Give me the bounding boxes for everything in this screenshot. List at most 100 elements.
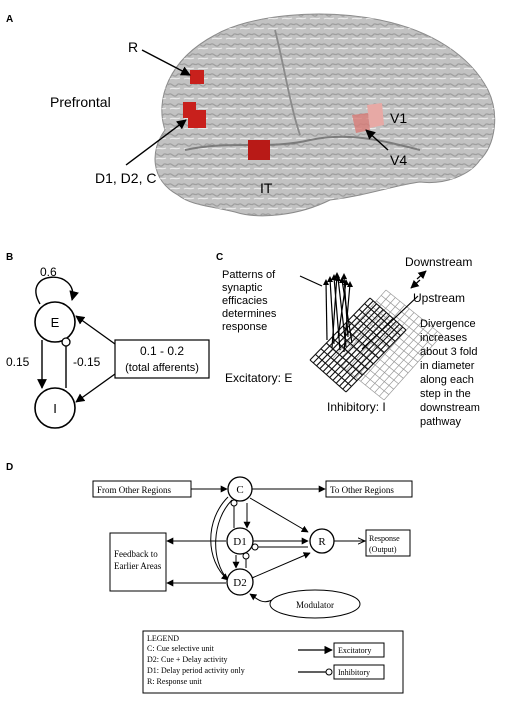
grid-line — [329, 315, 391, 378]
sylvian-fissure — [184, 135, 421, 151]
fan-arrowhead — [339, 277, 345, 283]
modulator-label: Modulator — [296, 600, 334, 610]
divergence-line: Divergence — [420, 318, 476, 330]
legend-item: D1: Delay period activity only — [147, 666, 245, 675]
patterns-line: determines — [222, 308, 277, 320]
from-other-label: From Other Regions — [97, 485, 171, 495]
divergence-pointer — [361, 295, 419, 350]
legend-title: LEGEND — [147, 634, 179, 643]
response-line: Response — [369, 534, 400, 543]
legend-inhibitory-knob — [325, 668, 333, 676]
panel-c: C Patterns of synaptic efficacies determ… — [216, 252, 480, 428]
patterns-line: Patterns of — [222, 269, 276, 281]
grid-line — [374, 327, 433, 393]
divergence-line: along each — [420, 374, 474, 386]
divergence-line: increases — [420, 332, 468, 344]
node-r — [309, 528, 335, 554]
node-d2 — [226, 568, 254, 596]
node-i — [34, 387, 76, 429]
legend-box — [142, 630, 404, 694]
panel-c-letter: C — [216, 252, 223, 263]
grid-line — [383, 334, 443, 401]
divergence-line: pathway — [420, 416, 461, 428]
legend-excitatory-label: Excitatory — [338, 646, 371, 655]
legend-inhibitory-label: Inhibitory — [338, 668, 370, 677]
grid-line — [325, 342, 363, 376]
legend-inhibitory-box — [333, 664, 385, 680]
afferent-arrow-e — [75, 315, 116, 345]
grid-line — [342, 326, 404, 390]
fan-arrowhead — [347, 281, 353, 287]
divergence-fan — [323, 272, 353, 353]
box-to-other — [325, 480, 413, 498]
node-r-label: R — [318, 536, 326, 548]
panel-a-letter: A — [6, 14, 13, 25]
ellipse-modulator — [269, 589, 361, 619]
grid-line — [353, 314, 391, 348]
arrow-upstream — [410, 279, 421, 289]
grid-line — [320, 348, 358, 382]
grid-line — [322, 309, 384, 373]
node-d2-label: D2 — [233, 577, 246, 589]
afferent-range: 0.1 - 0.2 — [140, 344, 184, 358]
node-e-label: E — [51, 315, 60, 330]
patterns-pointer — [299, 275, 323, 287]
divergence-line: in diameter — [420, 360, 475, 372]
region-it — [248, 140, 270, 160]
label-r: R — [128, 39, 138, 55]
fan-line — [325, 281, 328, 341]
divergence-text: Divergence increases about 3 fold in dia… — [420, 318, 480, 428]
panel-a: A R Prefrontal D1, D2, C IT V1 V4 — [6, 13, 496, 217]
node-c — [227, 476, 253, 502]
grid-line — [316, 303, 377, 367]
weight-ei: 0.15 — [6, 355, 30, 369]
grid-line — [331, 337, 369, 370]
arrow-d1d2c — [125, 119, 187, 166]
grid-line — [336, 331, 374, 365]
to-other-label: To Other Regions — [330, 485, 394, 495]
grid-line — [342, 325, 380, 359]
grid-line — [309, 359, 347, 393]
region-d1d2c — [183, 102, 206, 128]
central-sulcus — [274, 29, 301, 136]
arrow-downstream — [416, 270, 427, 280]
grid-line — [347, 320, 385, 353]
legend-excitatory-box — [333, 642, 385, 658]
box-feedback — [109, 532, 167, 592]
grid-line — [325, 312, 387, 375]
node-d1 — [226, 527, 254, 555]
grid-line — [364, 303, 401, 337]
grid-line — [319, 306, 381, 370]
edge-c-to-d2 — [210, 496, 229, 581]
legend-item: R: Response unit — [147, 677, 202, 686]
fan-line — [343, 275, 349, 338]
patterns-line: response — [222, 321, 267, 333]
panel-d: D From Other Regions To Other Regions Fe… — [6, 462, 413, 694]
afferent-note: (total afferents) — [125, 362, 199, 374]
edge-d2-to-c — [215, 499, 233, 581]
label-d1d2c: D1, D2, C — [95, 170, 156, 186]
label-downstream: Downstream — [405, 255, 472, 269]
fan-arrowhead — [334, 272, 340, 278]
label-excitatory: Excitatory: E — [225, 371, 292, 385]
node-c-label: C — [236, 484, 243, 496]
divergence-line: downstream — [420, 402, 480, 414]
response-line: (Output) — [369, 545, 397, 554]
fan-line — [333, 276, 341, 351]
label-it: IT — [260, 180, 273, 196]
node-d1-label: D1 — [233, 536, 246, 548]
region-v4 — [352, 113, 370, 133]
patterns-text: Patterns of synaptic efficacies determin… — [222, 269, 277, 333]
region-r — [190, 70, 204, 84]
grid-line — [385, 289, 443, 336]
region-v1 — [367, 103, 384, 128]
weight-ie: -0.15 — [73, 355, 101, 369]
fan-arrowhead — [327, 276, 333, 282]
brain-image — [154, 13, 496, 217]
arrow-r — [141, 49, 191, 76]
edge-modulator-to-d2 — [249, 593, 273, 603]
label-v1: V1 — [390, 110, 407, 126]
node-e — [34, 301, 76, 343]
panel-b-letter: B — [6, 252, 13, 263]
